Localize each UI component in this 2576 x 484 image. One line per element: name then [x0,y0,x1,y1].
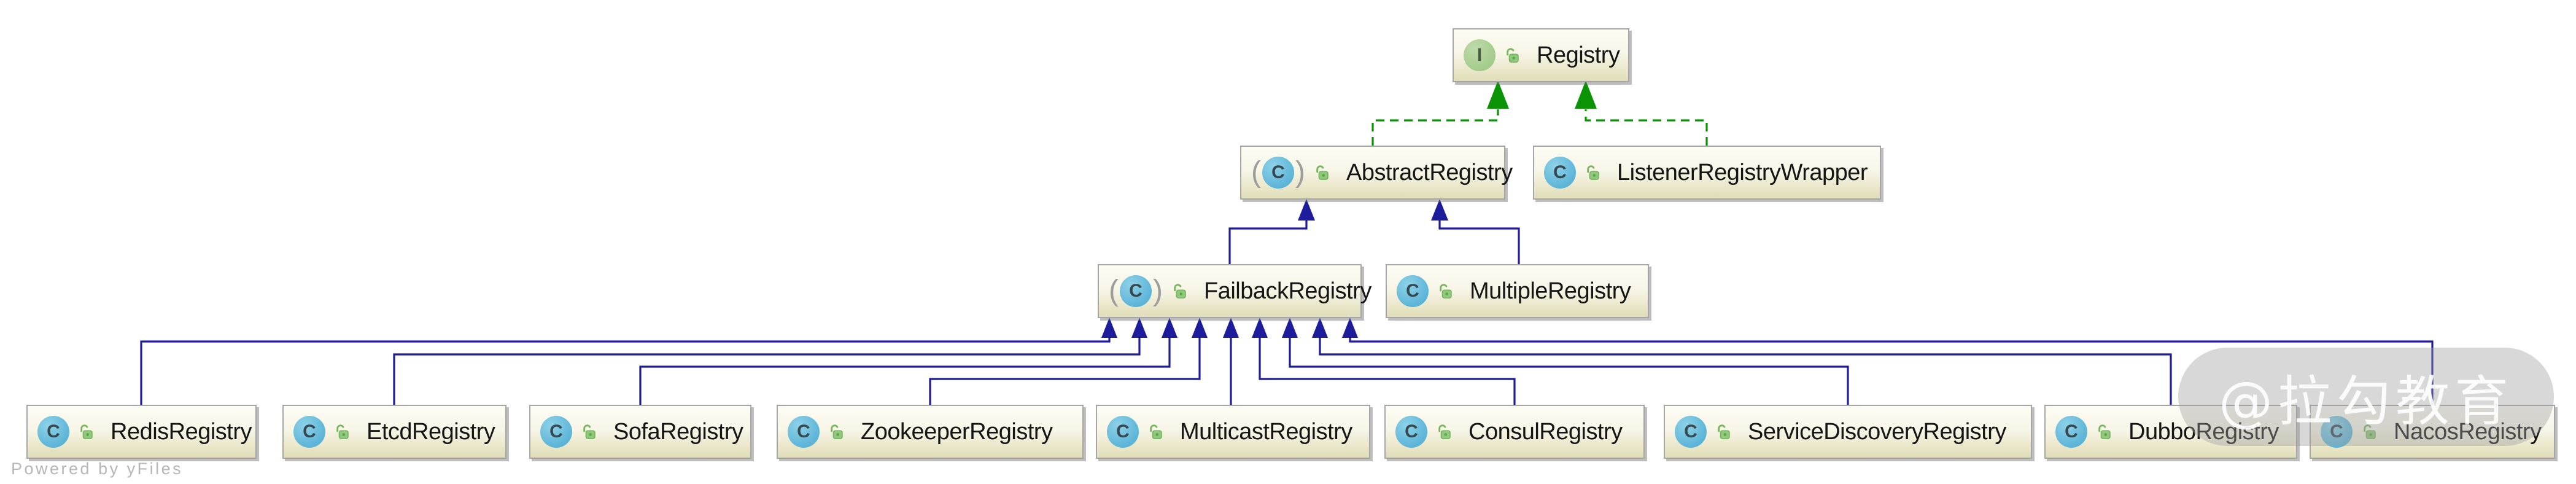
class-icon: C [2055,416,2087,448]
class-node-listenerregistrywrapper[interactable]: C ListenerRegistryWrapper [1533,146,1881,200]
realization-arrowheads [1487,80,1597,109]
inheritance-edges-mid [1228,219,1520,264]
class-icon: C [1395,416,1427,448]
public-open-lock-icon [1314,164,1330,182]
edge-failbackregistry-extends-abstractregistry [1228,219,1308,264]
class-icon: C [1675,416,1707,448]
powered-by-yfiles-label: Powered by yFiles [11,459,184,478]
realization-arrowhead [1575,80,1597,109]
public-open-lock-icon [2096,423,2112,441]
inheritance-arrowhead [1342,318,1358,338]
class-node-failbackregistry[interactable]: C FailbackRegistry [1098,264,1371,318]
class-icon: C [1397,275,1429,307]
inheritance-arrowhead [1282,318,1298,338]
public-open-lock-icon [1504,47,1521,64]
public-open-lock-icon [581,423,597,441]
class-name-label: SofaRegistry [613,418,743,445]
class-name-label: ZookeeperRegistry [861,418,1053,445]
class-node-servicediscoveryregistry[interactable]: C ServiceDiscoveryRegistry [1664,405,2032,459]
realization-edges [1371,109,1708,146]
class-node-abstractregistry[interactable]: C AbstractRegistry [1240,146,1513,200]
inheritance-arrowhead [1192,318,1208,338]
class-node-registry[interactable]: I Registry [1453,28,1629,82]
class-name-label: MultipleRegistry [1470,278,1631,304]
class-name-label: FailbackRegistry [1203,278,1371,304]
edge-zookeeperregistry-extends-failbackregistry [929,337,1201,405]
abstract-class-icon: C [1262,157,1294,189]
class-icon: C [293,416,325,448]
inheritance-arrowhead [1431,199,1448,221]
class-node-sofaregistry[interactable]: C SofaRegistry [529,405,751,459]
class-name-label: EtcdRegistry [367,418,495,445]
class-node-redisregistry[interactable]: C RedisRegistry [26,405,257,459]
class-node-multicastregistry[interactable]: C MulticastRegistry [1096,405,1370,459]
edge-dubboregistry-extends-failbackregistry [1319,337,2172,405]
public-open-lock-icon [1585,164,1601,182]
edge-sofaregistry-extends-failbackregistry [639,337,1171,405]
edge-multipleregistry-extends-abstractregistry [1438,219,1520,264]
class-name-label: RedisRegistry [111,418,252,445]
class-node-consulregistry[interactable]: C ConsulRegistry [1384,405,1645,459]
class-name-label: ConsulRegistry [1468,418,1623,445]
class-name-label: ServiceDiscoveryRegistry [1748,418,2006,445]
edge-consulregistry-extends-failbackregistry [1259,337,1516,405]
public-open-lock-icon [1437,283,1454,300]
class-name-label: NacosRegistry [2394,418,2542,445]
class-name-label: AbstractRegistry [1346,159,1513,185]
class-icon: C [788,416,820,448]
public-open-lock-icon [334,423,351,441]
edge-redisregistry-extends-failbackregistry [140,337,1111,405]
edge-servicediscoveryregistry-extends-failbackregistry [1289,337,1849,405]
watermark-badge: @拉勾教育 [2178,348,2554,446]
class-name-label: ListenerRegistryWrapper [1617,159,1868,185]
public-open-lock-icon [2361,423,2378,441]
inheritance-edges-bottom [140,337,2434,405]
class-node-zookeeperregistry[interactable]: C ZookeeperRegistry [777,405,1084,459]
class-icon: C [1544,157,1576,189]
inheritance-arrowhead [1252,318,1268,338]
inheritance-arrowhead [1101,318,1117,338]
class-node-dubboregistry[interactable]: C DubboRegistry [2044,405,2297,459]
inheritance-arrowheads-bottom [1101,318,1358,338]
public-open-lock-icon [828,423,845,441]
inheritance-arrowhead [1223,318,1239,338]
class-icon: C [37,416,69,448]
class-name-label: MulticastRegistry [1180,418,1352,445]
edge-abstractregistry-implements-registry [1371,109,1499,146]
inheritance-arrowhead [1131,318,1147,338]
inheritance-arrowhead [1162,318,1177,338]
class-name-label: Registry [1537,42,1620,68]
edge-etcdregistry-extends-failbackregistry [393,337,1141,405]
class-node-etcdregistry[interactable]: C EtcdRegistry [282,405,506,459]
class-name-label: DubboRegistry [2128,418,2279,445]
class-node-multipleregistry[interactable]: C MultipleRegistry [1386,264,1649,318]
public-open-lock-icon [1171,283,1188,300]
public-open-lock-icon [1715,423,1732,441]
edge-listenerregistrywrapper-implements-registry [1585,109,1708,146]
inheritance-arrowhead [1298,199,1315,221]
public-open-lock-icon [78,423,95,441]
interface-icon: I [1464,39,1496,71]
public-open-lock-icon [1436,423,1453,441]
abstract-class-icon: C [1119,275,1152,307]
public-open-lock-icon [1147,423,1164,441]
watermark-text: @拉勾教育 [2218,369,2513,433]
class-node-nacosregistry[interactable]: C NacosRegistry [2310,405,2555,459]
inheritance-arrowhead [1312,318,1328,338]
class-icon: C [2321,416,2353,448]
class-icon: C [1107,416,1139,448]
realization-arrowhead [1487,80,1509,109]
class-icon: C [540,416,572,448]
edge-nacosregistry-extends-failbackregistry [1349,337,2434,405]
inheritance-arrowheads-mid [1298,199,1448,221]
